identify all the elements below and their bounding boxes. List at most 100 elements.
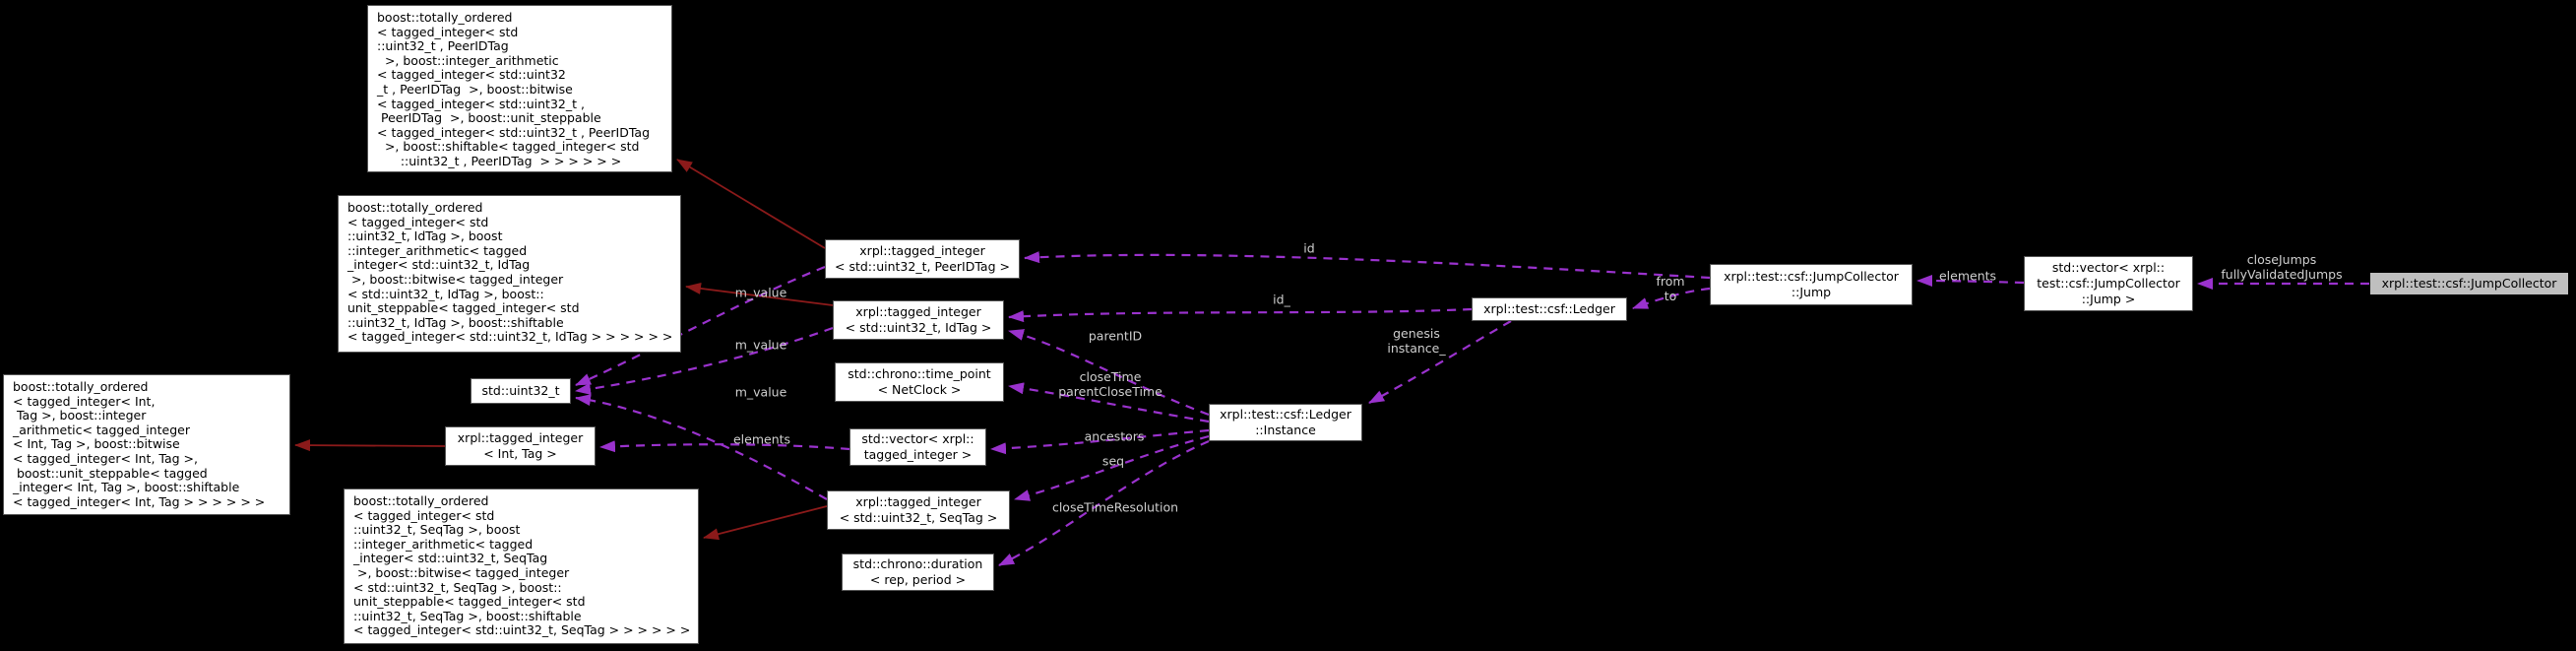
node-text-line: boost::unit_steppable< tagged — [13, 465, 208, 481]
node-text-line: unit_steppable< tagged_integer< std — [347, 300, 580, 316]
node-text-line: < tagged_integer< std::uint32 — [377, 67, 566, 83]
edge-elements-jump — [1916, 275, 2025, 288]
node-text-line: unit_steppable< tagged_integer< std — [353, 594, 586, 610]
edge-label-ancestors: ancestors — [1084, 428, 1145, 444]
node-text-line: ::integer_arithmetic< tagged — [347, 242, 528, 258]
edge-genesis-instance — [1368, 320, 1512, 404]
edge-label-from-to: from to — [1656, 274, 1684, 303]
edge-label-m-value-peerid: m_value — [734, 285, 787, 300]
node-text-line: < std::uint32_t, PeerIDTag > — [835, 259, 1010, 274]
node-text-line: Tag >, boost::integer — [13, 408, 147, 423]
node-text-line: < Int, Tag > — [483, 446, 557, 461]
node-text-line: ::Instance — [1255, 423, 1316, 437]
edge-inherit-peerid — [676, 159, 826, 249]
node-text-line: < tagged_integer< Int, Tag > > > > > > — [13, 493, 266, 509]
edge-label-line: closeJumps — [2246, 252, 2317, 267]
node-text-line: _t , PeerIDTag >, boost::bitwise — [377, 81, 573, 97]
node-text-line: xrpl::tagged_integer — [855, 304, 981, 319]
class-node-boost-totally-ordered-peerid[interactable]: boost::totally_ordered < tagged_integer<… — [367, 5, 672, 172]
class-node-boost-totally-ordered-int[interactable]: boost::totally_ordered < tagged_integer<… — [3, 374, 290, 515]
edge-label-close-time-resolution: closeTimeResolution — [1051, 499, 1179, 515]
node-text-line: < tagged_integer< std — [347, 214, 489, 229]
node-text-line: < NetClock > — [877, 382, 962, 397]
node-text-line: >, boost::bitwise< tagged_integer — [347, 271, 564, 287]
edge-inherit-seq — [703, 505, 828, 541]
edge-m-value-id — [575, 326, 834, 395]
edge-label-line: from — [1656, 274, 1685, 289]
node-text-line: xrpl::tagged_integer — [457, 430, 584, 445]
class-node-tagged-integer-id[interactable]: xrpl::tagged_integer < std::uint32_t, Id… — [833, 300, 1004, 340]
node-text-line: tagged_integer > — [863, 447, 973, 462]
edge-id — [1024, 251, 1711, 280]
node-text-line: boost::totally_ordered — [13, 379, 149, 394]
node-text-line: ::uint32_t, IdTag >, boost — [347, 228, 503, 244]
edge-label-m-value-id: m_value — [734, 337, 787, 353]
node-text-line: xrpl::test::csf::JumpCollector — [2381, 276, 2557, 291]
class-node-jump[interactable]: xrpl::test::csf::JumpCollector ::Jump — [1710, 264, 1913, 305]
node-text-line: PeerIDTag >, boost::unit_steppable — [377, 110, 601, 126]
node-text-line: _integer< Int, Tag >, boost::shiftable — [13, 480, 240, 495]
class-node-ledger-instance[interactable]: xrpl::test::csf::Ledger ::Instance — [1209, 404, 1362, 441]
node-text-line: ::Jump — [1791, 285, 1832, 299]
node-text-line: boost::totally_ordered — [347, 200, 483, 215]
node-text-line: _arithmetic< tagged_integer — [13, 422, 190, 437]
edge-label-id-underscore: id_ — [1273, 292, 1290, 307]
node-text-line: std::vector< xrpl:: — [2051, 260, 2166, 275]
edge-ancestors — [990, 428, 1210, 455]
node-text-line: >, boost::bitwise< tagged_integer — [353, 564, 570, 580]
class-node-vector-jump[interactable]: std::vector< xrpl:: test::csf::JumpColle… — [2024, 256, 2193, 311]
class-node-duration-rep-period[interactable]: std::chrono::duration < rep, period > — [842, 553, 994, 591]
class-node-tagged-integer-peerid[interactable]: xrpl::tagged_integer < std::uint32_t, Pe… — [825, 239, 1020, 279]
node-text-line: < std::uint32_t, SeqTag > — [839, 510, 998, 525]
edge-m-value-peerid — [575, 265, 826, 387]
node-text-line: ::uint32_t, SeqTag >, boost::shiftable — [353, 608, 582, 623]
edge-label-parent-id: parentID — [1088, 328, 1143, 344]
node-text-line: boost::totally_ordered — [377, 10, 513, 25]
class-node-vector-tagged-integer[interactable]: std::vector< xrpl:: tagged_integer > — [849, 428, 986, 466]
node-text-line: < tagged_integer< Int, Tag >, — [13, 450, 198, 466]
node-text-line: < tagged_integer< std::uint32_t, SeqTag … — [353, 622, 691, 638]
node-text-line: xrpl::test::csf::Ledger — [1483, 301, 1615, 316]
node-text-line: std::vector< xrpl:: — [861, 431, 974, 446]
node-text-line: ::Jump > — [2081, 292, 2136, 306]
node-text-line: < std::uint32_t, IdTag >, boost:: — [347, 286, 544, 301]
edge-label-genesis-instance: genesis instance_ — [1387, 326, 1445, 356]
node-text-line: < rep, period > — [869, 572, 967, 587]
edge-parent-id — [1008, 329, 1210, 417]
node-text-line: < tagged_integer< std::uint32_t , PeerID… — [377, 124, 651, 140]
node-text-line: xrpl::tagged_integer — [859, 243, 985, 258]
class-node-boost-totally-ordered-id[interactable]: boost::totally_ordered < tagged_integer<… — [338, 195, 681, 353]
node-text-line: < Int, Tag >, boost::bitwise — [13, 436, 180, 452]
node-text-line: ::uint32_t , PeerIDTag > > > > > > — [377, 153, 622, 168]
node-text-line: ::uint32_t, SeqTag >, boost — [353, 522, 521, 538]
edge-label-elements-jump: elements — [1938, 268, 1997, 284]
node-text-line: std::chrono::duration — [852, 556, 983, 571]
node-text-line: boost::totally_ordered — [353, 493, 489, 508]
class-node-time-point-netclock[interactable]: std::chrono::time_point < NetClock > — [835, 362, 1004, 402]
class-node-jump-collector-current: xrpl::test::csf::JumpCollector — [2369, 272, 2569, 295]
node-text-line: test::csf::JumpCollector — [2037, 276, 2180, 291]
node-text-line: xrpl::tagged_integer — [855, 494, 981, 509]
edge-label-line: instance_ — [1387, 341, 1446, 356]
node-text-line: _integer< std::uint32_t, SeqTag — [353, 551, 548, 566]
node-text-line: std::uint32_t — [481, 383, 560, 398]
node-text-line: < tagged_integer< std — [377, 24, 519, 39]
edge-label-elements-tagged: elements — [732, 431, 791, 447]
node-text-line: xrpl::test::csf::JumpCollector — [1724, 269, 1899, 284]
edge-label-id: id — [1303, 240, 1315, 256]
node-text-line: xrpl::test::csf::Ledger — [1220, 407, 1351, 422]
node-text-line: _integer< std::uint32_t, IdTag — [347, 257, 531, 273]
class-node-tagged-integer-seq[interactable]: xrpl::tagged_integer < std::uint32_t, Se… — [827, 490, 1010, 530]
edge-inherit-int — [294, 439, 446, 452]
class-node-tagged-integer-int-tag[interactable]: xrpl::tagged_integer < Int, Tag > — [445, 426, 596, 466]
edge-close-time — [1008, 382, 1210, 423]
node-text-line: ::uint32_t , PeerIDTag — [377, 38, 509, 54]
node-text-line: std::chrono::time_point — [848, 366, 991, 381]
class-node-boost-totally-ordered-seq[interactable]: boost::totally_ordered < tagged_integer<… — [344, 488, 699, 644]
edge-seq — [1014, 434, 1210, 501]
edge-label-line: genesis — [1393, 326, 1440, 341]
class-node-std-uint32-t[interactable]: std::uint32_t — [471, 378, 571, 404]
class-node-ledger[interactable]: xrpl::test::csf::Ledger — [1472, 297, 1627, 321]
edge-label-line: closeTime — [1079, 369, 1142, 384]
